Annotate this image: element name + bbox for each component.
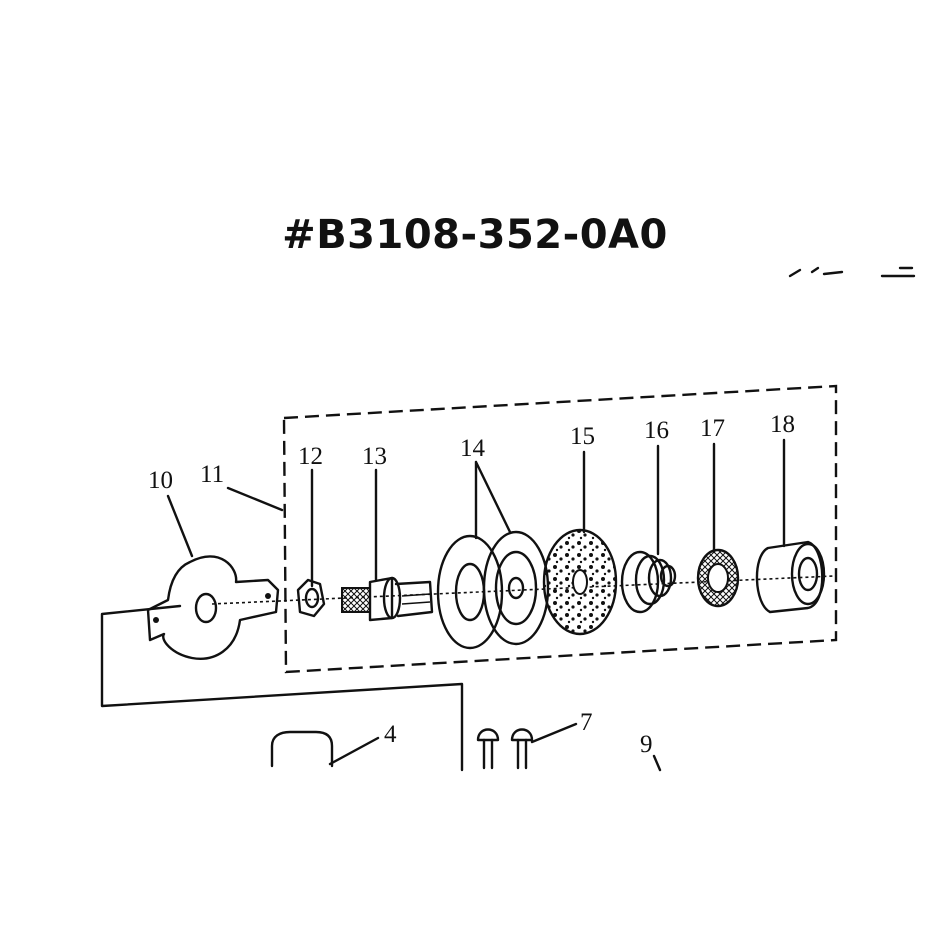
scan-artifact xyxy=(788,266,916,278)
dashed-enclosure xyxy=(282,384,838,674)
screw-parts xyxy=(476,728,534,770)
callout-16: 16 xyxy=(644,417,669,444)
coupling-nut-part xyxy=(755,540,826,614)
callout-labels: 10 11 12 13 14 15 16 17 18 4 7 9 xyxy=(148,411,795,758)
callout-4: 4 xyxy=(384,721,397,748)
callout-11: 11 xyxy=(200,461,224,488)
nut-part xyxy=(296,578,326,618)
knurled-knob-part xyxy=(270,730,334,768)
lock-washer-part xyxy=(696,548,740,608)
clamp-plate-part xyxy=(146,555,280,660)
callout-7: 7 xyxy=(580,709,593,736)
callout-17: 17 xyxy=(700,415,725,442)
callout-9: 9 xyxy=(640,731,653,758)
callout-13: 13 xyxy=(362,443,387,470)
threaded-stud-part xyxy=(341,576,434,622)
callout-15: 15 xyxy=(570,423,595,450)
callout-10: 10 xyxy=(148,467,173,494)
bracket-line xyxy=(100,604,464,772)
callout-18: 18 xyxy=(770,411,795,438)
ferrule-part xyxy=(620,550,677,614)
part-number-title: #B3108-352-0A0 xyxy=(282,212,668,258)
grommet-part xyxy=(542,528,618,636)
leader-lines xyxy=(166,438,786,772)
callout-12: 12 xyxy=(298,443,323,470)
callout-14: 14 xyxy=(460,435,486,462)
